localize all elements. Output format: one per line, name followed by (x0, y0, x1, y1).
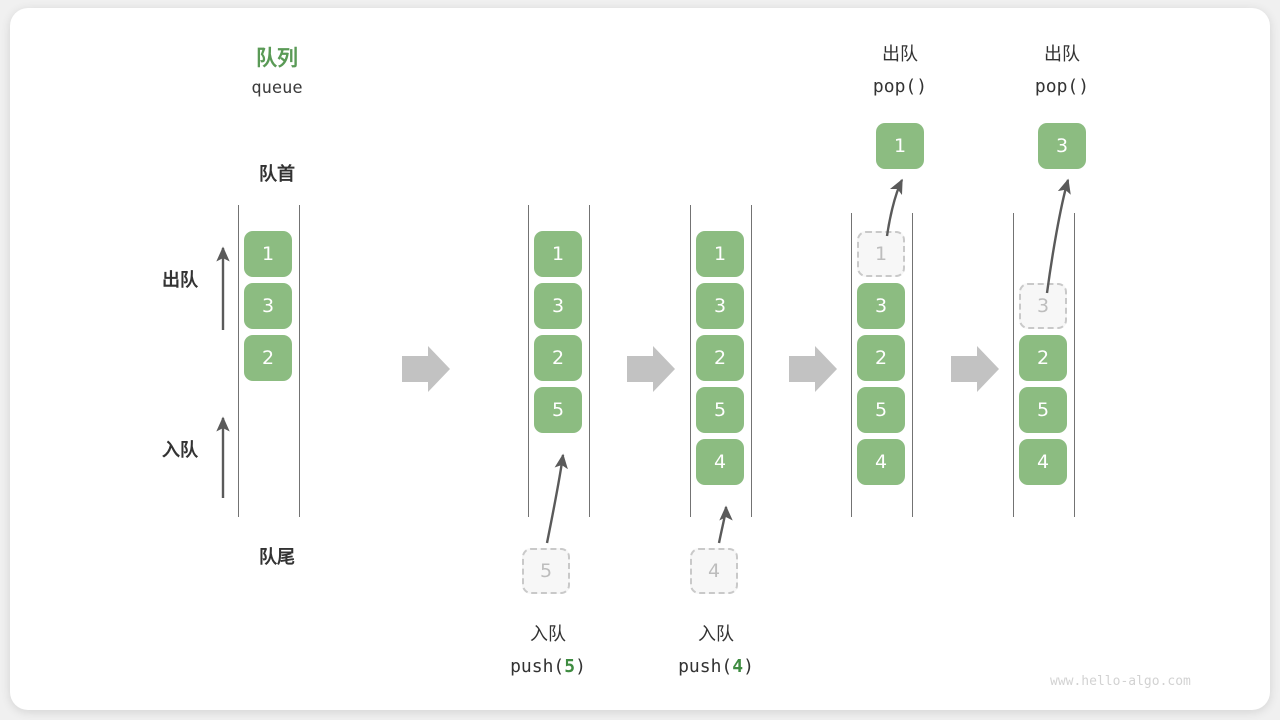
step-connector-3 (789, 346, 837, 392)
pop-label-code-p4: pop() (838, 76, 962, 97)
push-label-code-p3: push(4) (654, 656, 778, 677)
queue-item: 3 (696, 283, 744, 329)
pop-arrow-p4 (885, 178, 904, 237)
incoming-ghost-box: 4 (690, 548, 738, 594)
queue-item: 4 (1019, 439, 1067, 485)
queue-title-cn: 队列 (256, 47, 298, 70)
queue-rail-left-p5 (1013, 213, 1014, 517)
rear-label: 队尾 (259, 547, 295, 567)
watermark: www.hello-algo.com (1050, 674, 1191, 689)
queue-item: 2 (696, 335, 744, 381)
code-suffix: ) (1078, 76, 1090, 97)
push-label-cn-p3: 入队 (698, 624, 734, 644)
step-connector-4 (951, 346, 999, 392)
queue-rail-right-p5 (1074, 213, 1075, 517)
queue-item: 3 (244, 283, 292, 329)
front-label: 队首 (259, 164, 295, 184)
push-arrow-p3 (717, 505, 733, 544)
push-label-cn-p2: 入队 (530, 624, 566, 644)
queue-item: 4 (696, 439, 744, 485)
queue-item: 1 (244, 231, 292, 277)
dequeue-direction-label: 出队 (162, 270, 198, 290)
queue-rail-right-p1 (299, 205, 300, 517)
popped-item-box: 3 (1038, 123, 1086, 169)
code-arg: 5 (564, 656, 576, 677)
queue-item: 2 (1019, 335, 1067, 381)
pop-label-cn-p5: 出队 (1044, 44, 1080, 64)
diagram-stage: 队列 queue 队首 队尾 出队 入队 1 3 2 1 3 2 5 5 入队 … (10, 8, 1270, 710)
code-prefix: push( (678, 656, 733, 677)
queue-item: 1 (696, 231, 744, 277)
queue-item: 4 (857, 439, 905, 485)
queue-item: 2 (857, 335, 905, 381)
queue-item: 5 (1019, 387, 1067, 433)
queue-rail-left-p1 (238, 205, 239, 517)
code-suffix: ) (575, 656, 586, 677)
queue-item: 2 (244, 335, 292, 381)
code-arg: 4 (732, 656, 744, 677)
enqueue-direction-label: 入队 (162, 440, 198, 460)
code-prefix: pop( (872, 76, 917, 97)
queue-item: 5 (857, 387, 905, 433)
popped-item-box: 1 (876, 123, 924, 169)
queue-rail-left-p4 (851, 213, 852, 517)
pop-label-code-p5: pop() (1000, 76, 1124, 97)
push-arrow-p2 (545, 453, 568, 544)
code-suffix: ) (743, 656, 754, 677)
code-prefix: pop( (1034, 76, 1079, 97)
queue-item: 3 (857, 283, 905, 329)
queue-rail-right-p4 (912, 213, 913, 517)
queue-title-en: queue (251, 78, 303, 98)
queue-item-ghost: 3 (1019, 283, 1067, 329)
queue-item: 1 (534, 231, 582, 277)
arrow-overlay (216, 178, 1071, 544)
pop-arrow-p5 (1045, 178, 1071, 294)
queue-item: 5 (534, 387, 582, 433)
queue-item: 5 (696, 387, 744, 433)
code-prefix: push( (510, 656, 565, 677)
queue-rail-left-p2 (528, 205, 529, 517)
queue-rail-left-p3 (690, 205, 691, 517)
code-suffix: ) (916, 76, 928, 97)
queue-item: 2 (534, 335, 582, 381)
queue-rail-right-p3 (751, 205, 752, 517)
queue-item: 3 (534, 283, 582, 329)
queue-rail-right-p2 (589, 205, 590, 517)
pop-label-cn-p4: 出队 (882, 44, 918, 64)
incoming-ghost-box: 5 (522, 548, 570, 594)
push-label-code-p2: push(5) (486, 656, 610, 677)
step-connector-2 (627, 346, 675, 392)
figure-card: 队列 queue 队首 队尾 出队 入队 1 3 2 1 3 2 5 5 入队 … (10, 8, 1270, 710)
queue-item-ghost: 1 (857, 231, 905, 277)
step-connector-1 (402, 346, 450, 392)
